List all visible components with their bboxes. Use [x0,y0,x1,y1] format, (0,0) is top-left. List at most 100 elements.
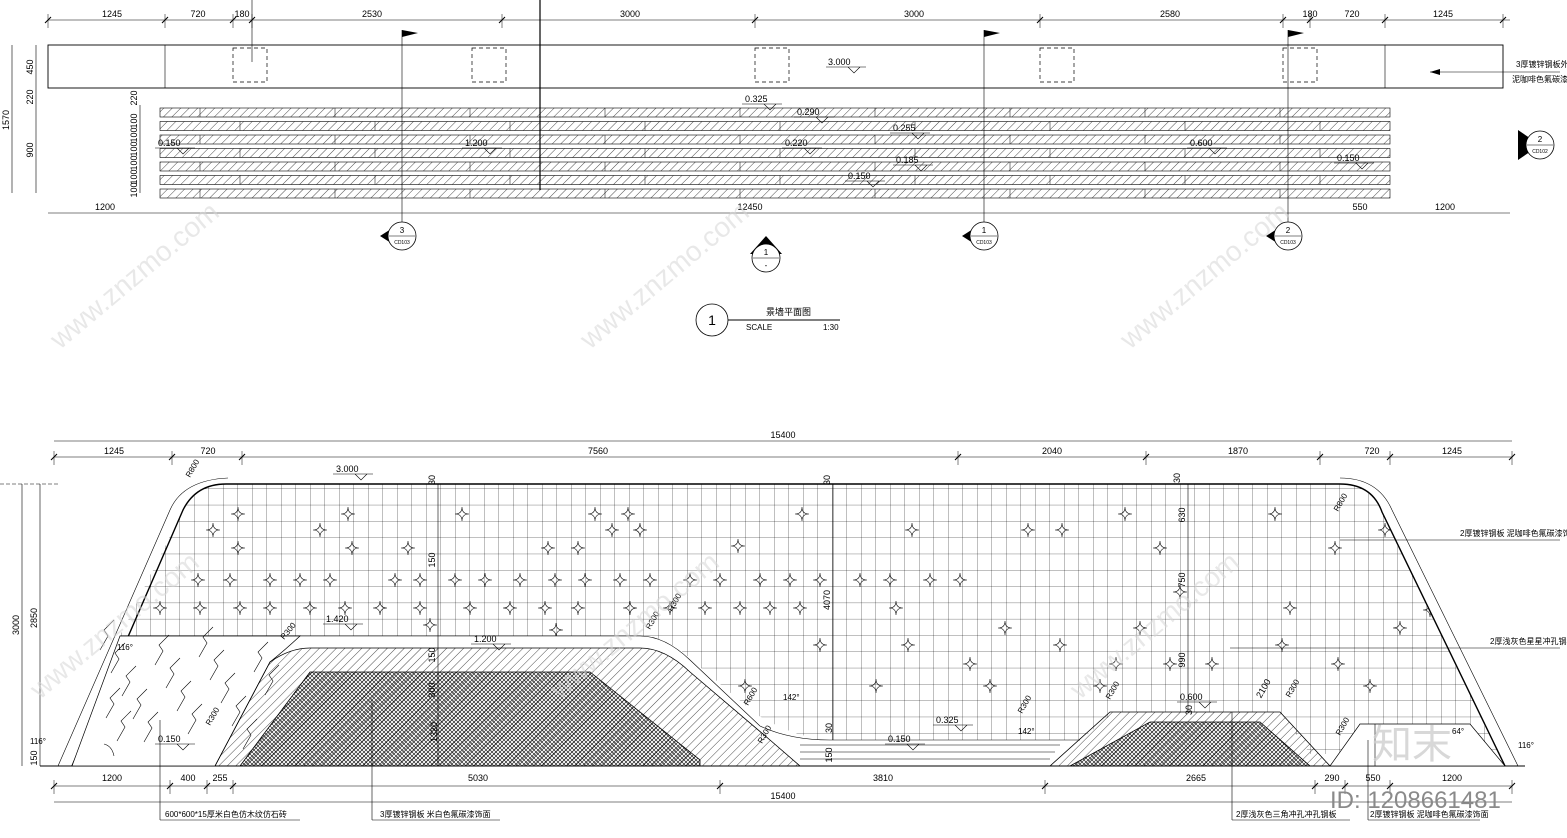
angle-label: 116° [1518,741,1534,750]
elev-dim: 4070 [822,590,832,610]
callout-number: 3 [400,226,405,235]
callout-section-2[interactable]: 2 CD103 [1266,221,1303,251]
elev-dim: 1245 [1442,446,1462,456]
elev-dim: 150 [29,750,39,765]
angle-label: 142° [1018,727,1035,736]
plan-dim: 1570 [1,110,11,130]
star-perforation [540,540,556,556]
planter-strips [159,107,1391,199]
elev-dim: 300 [427,682,437,697]
plan-level: 0.255 [893,123,916,133]
callout-number: 1 [764,248,769,257]
callout-elevation-1[interactable]: 1 - [750,236,782,273]
star-perforation [612,572,628,588]
elev-dim: 1245 [104,446,124,456]
elev-top-dimensions: 1245 720 7560 2040 1870 720 1245 [104,446,1462,456]
star-perforation [1132,620,1148,636]
plan-level: 0.150 [158,138,181,148]
star-perforation [322,572,338,588]
star-perforation [792,600,808,616]
planter-strip [159,175,1391,185]
elev-dim: 7560 [588,446,608,456]
star-perforation [570,540,586,556]
star-perforation [682,572,698,588]
callout-section-3[interactable]: 3 CD103 [380,221,417,251]
star-perforation [454,506,470,522]
callout-number: 2 [1286,226,1291,235]
plan-dim: 720 [190,9,205,19]
star-perforation [730,538,746,554]
elev-dim: 1320 [429,722,439,742]
steps [800,744,1060,760]
watermark-id: ID: 1208661481 [1330,787,1501,814]
elev-dim: 1200 [102,773,122,783]
star-perforation [1362,678,1378,694]
elev-dim: 30 [822,475,832,485]
planter-strip [159,121,1391,131]
angle-label: 116° [117,643,133,652]
elev-right-notes: 2厚镀锌钢板 泥咖啡色氟碳漆饰面 2厚浅灰色星星冲孔钢板 [1230,528,1567,649]
planter-strip [159,134,1391,145]
plan-dim: 12450 [737,202,762,212]
star-perforation [712,572,728,588]
elev-dim: 990 [1177,652,1187,667]
elev-level: 3.000 [336,464,359,474]
star-perforation [1282,600,1298,616]
callout-ref: CD102 [1532,149,1548,155]
star-perforation [447,572,463,588]
callout-section-1[interactable]: 1 CD103 [962,221,999,251]
elev-level: 0.150 [888,734,911,744]
plan-level-marks: 0.325 0.290 0.255 0.220 0.185 0.150 1.20… [155,94,1374,188]
elev-right-note: 2厚镀锌钢板 泥咖啡色氟碳漆饰面 [1460,528,1567,538]
plan-level: 0.290 [797,107,820,117]
star-perforation [1327,540,1343,556]
elev-dim: 290 [1324,773,1339,783]
star-perforation [152,600,168,616]
callout-elevation-2[interactable]: 2 CD102 [1518,130,1555,160]
star-perforation [1392,620,1408,636]
plan-dim: 100 [129,141,139,156]
angle-label: 142° [783,693,800,702]
radius-label: R800 [184,457,202,479]
watermark-text: www.znzmo.com [43,196,225,355]
plan-level: 0.185 [896,155,919,165]
elev-dim: 720 [200,446,215,456]
watermark-logo: 知末 [1372,723,1452,767]
elev-dim: 2850 [29,608,39,628]
plan-level: 0.325 [745,94,768,104]
star-perforation [1108,656,1124,672]
plan-dim: 180 [1302,9,1317,19]
stone-band-right [1329,723,1506,767]
plan-level: 1.200 [465,138,488,148]
elev-dim: 5030 [468,773,488,783]
star-perforation [412,600,428,616]
plan-dim: 2580 [1160,9,1180,19]
star-perforation [222,572,238,588]
star-perforation [620,506,636,522]
plan-level: 0.600 [1190,138,1213,148]
star-perforation [302,600,318,616]
callout-ref: - [765,261,768,270]
plan-dim: 1200 [1435,202,1455,212]
angle-label: 64° [1452,727,1464,736]
star-perforation [1330,656,1346,672]
column-footprints [232,47,1318,83]
elev-dim: 2040 [1042,446,1062,456]
plan-right-note-1: 3厚镀锌钢板外包 [1516,59,1567,69]
star-perforation [812,637,828,653]
star-perforation [537,600,553,616]
plan-dim: 2530 [362,9,382,19]
elev-dim: 150 [427,552,437,567]
star-perforation [1162,656,1178,672]
star-perforation [632,522,648,538]
star-perforation [737,678,753,694]
star-perforation [547,572,563,588]
star-perforation [232,600,248,616]
star-perforation [477,572,493,588]
star-perforation [372,600,388,616]
elev-dim: 1200 [1442,773,1462,783]
plan-bottom-dimensions: 1200 12450 550 1200 [95,202,1455,212]
elev-dim-total: 15400 [770,430,795,440]
elevation-view: 15400 1245 720 7560 2040 1870 720 1245 3… [0,430,1567,821]
star-perforation [337,600,353,616]
